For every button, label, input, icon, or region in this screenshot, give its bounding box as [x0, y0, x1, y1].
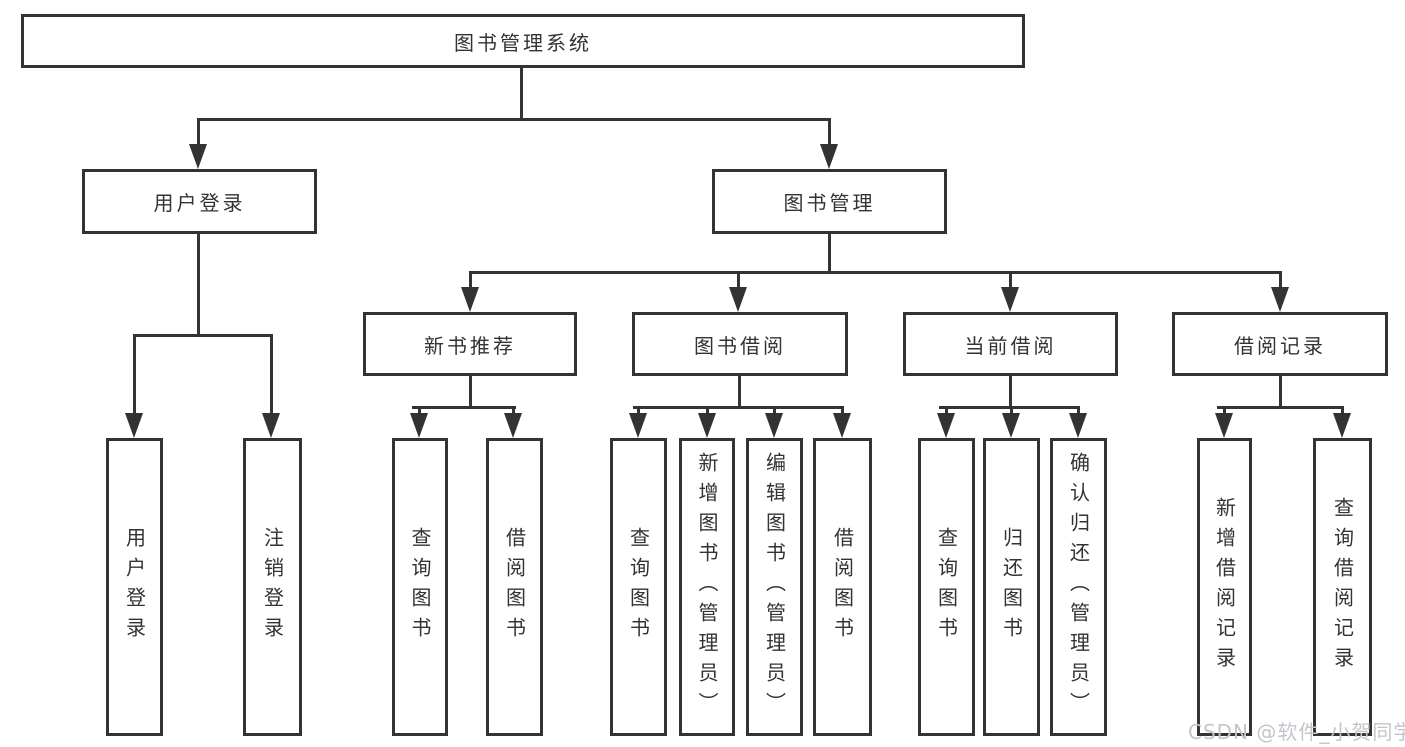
arrowhead-down-icon — [1215, 413, 1233, 438]
connector-line — [773, 406, 776, 418]
connector-line — [469, 376, 472, 409]
connector-line — [738, 376, 741, 409]
node-label: 当前借阅 — [964, 333, 1057, 358]
connector-line — [706, 406, 709, 418]
node-new-book-recommendation: 新书推荐 — [363, 312, 577, 376]
connector-line — [637, 406, 640, 418]
connector-line — [1279, 376, 1282, 409]
connector-line — [1009, 376, 1012, 409]
leaf-confirm-return-admin: 确认归还（管理员） — [1050, 438, 1107, 736]
leaf-label: 借阅图书 — [830, 527, 855, 647]
leaf-label: 新增图书（管理员） — [695, 452, 719, 722]
arrowhead-down-icon — [765, 413, 783, 438]
node-label: 图书管理系统 — [454, 30, 592, 55]
arrowhead-down-icon — [820, 144, 838, 169]
arrowhead-down-icon — [125, 413, 143, 438]
node-label: 用户登录 — [153, 191, 246, 215]
leaf-query-books-current: 查询图书 — [918, 438, 975, 736]
connector-line — [1279, 271, 1282, 291]
connector-line — [412, 406, 516, 409]
connector-line — [270, 334, 273, 416]
arrowhead-down-icon — [937, 413, 955, 438]
leaf-borrow-books-borrowing: 借阅图书 — [813, 438, 872, 736]
arrowhead-down-icon — [1001, 287, 1019, 312]
node-label: 借阅记录 — [1234, 333, 1326, 358]
node-book-borrowing: 图书借阅 — [632, 312, 848, 376]
leaf-label: 确认归还（管理员） — [1066, 452, 1091, 722]
connector-line — [1223, 406, 1226, 418]
connector-line — [197, 234, 200, 337]
connector-line — [939, 406, 1080, 409]
leaf-query-books-recommend: 查询图书 — [392, 438, 448, 736]
leaf-label: 注销登录 — [260, 527, 285, 647]
leaf-label: 借阅图书 — [502, 527, 527, 647]
arrowhead-down-icon — [504, 413, 522, 438]
connector-line — [828, 118, 831, 148]
leaf-borrow-books-recommend: 借阅图书 — [486, 438, 543, 736]
leaf-label: 查询借阅记录 — [1330, 497, 1355, 677]
connector-line — [828, 234, 831, 274]
leaf-user-login: 用户登录 — [106, 438, 163, 736]
node-library-management-system: 图书管理系统 — [21, 14, 1025, 68]
leaf-label: 归还图书 — [999, 527, 1024, 647]
connector-line — [520, 68, 523, 120]
leaf-edit-book-admin: 编辑图书（管理员） — [746, 438, 803, 736]
connector-line — [197, 118, 831, 121]
leaf-query-borrow-record: 查询借阅记录 — [1313, 438, 1372, 736]
arrowhead-down-icon — [262, 413, 280, 438]
arrowhead-down-icon — [833, 413, 851, 438]
node-label: 图书借阅 — [694, 333, 786, 358]
arrowhead-down-icon — [698, 413, 716, 438]
leaf-add-book-admin: 新增图书（管理员） — [679, 438, 735, 736]
leaf-return-books: 归还图书 — [983, 438, 1040, 736]
connector-line — [1217, 406, 1344, 409]
arrowhead-down-icon — [629, 413, 647, 438]
node-label: 图书管理 — [783, 191, 876, 215]
leaf-label: 查询图书 — [408, 527, 432, 647]
leaf-label: 查询图书 — [934, 527, 959, 647]
connector-line — [197, 118, 200, 148]
leaf-label: 查询图书 — [626, 527, 651, 647]
connector-line — [418, 406, 421, 418]
leaf-add-borrow-record: 新增借阅记录 — [1197, 438, 1252, 736]
arrowhead-down-icon — [1271, 287, 1289, 312]
connector-line — [1009, 271, 1012, 291]
connector-line — [633, 406, 844, 409]
arrowhead-down-icon — [189, 144, 207, 169]
node-label: 新书推荐 — [424, 333, 516, 358]
leaf-label: 用户登录 — [122, 527, 147, 647]
arrowhead-down-icon — [410, 413, 428, 438]
connector-line — [1010, 406, 1013, 418]
arrowhead-down-icon — [729, 287, 747, 312]
arrowhead-down-icon — [461, 287, 479, 312]
connector-line — [469, 271, 1282, 274]
leaf-query-books-borrowing: 查询图书 — [610, 438, 667, 736]
connector-line — [133, 334, 273, 337]
connector-line — [512, 406, 515, 418]
node-borrowing-records: 借阅记录 — [1172, 312, 1388, 376]
arrowhead-down-icon — [1333, 413, 1351, 438]
node-user-login: 用户登录 — [82, 169, 317, 234]
connector-line — [469, 271, 472, 291]
node-current-borrowing: 当前借阅 — [903, 312, 1118, 376]
connector-line — [841, 406, 844, 418]
connector-line — [1077, 406, 1080, 418]
arrowhead-down-icon — [1069, 413, 1087, 438]
watermark-text: CSDN @软件_小贺同学 — [1188, 720, 1405, 744]
connector-line — [133, 334, 136, 416]
connector-line — [945, 406, 948, 418]
arrowhead-down-icon — [1002, 413, 1020, 438]
connector-line — [737, 271, 740, 291]
connector-line — [1341, 406, 1344, 418]
leaf-logout-login: 注销登录 — [243, 438, 302, 736]
node-book-management: 图书管理 — [712, 169, 947, 234]
leaf-label: 编辑图书（管理员） — [762, 452, 787, 722]
leaf-label: 新增借阅记录 — [1212, 497, 1237, 677]
